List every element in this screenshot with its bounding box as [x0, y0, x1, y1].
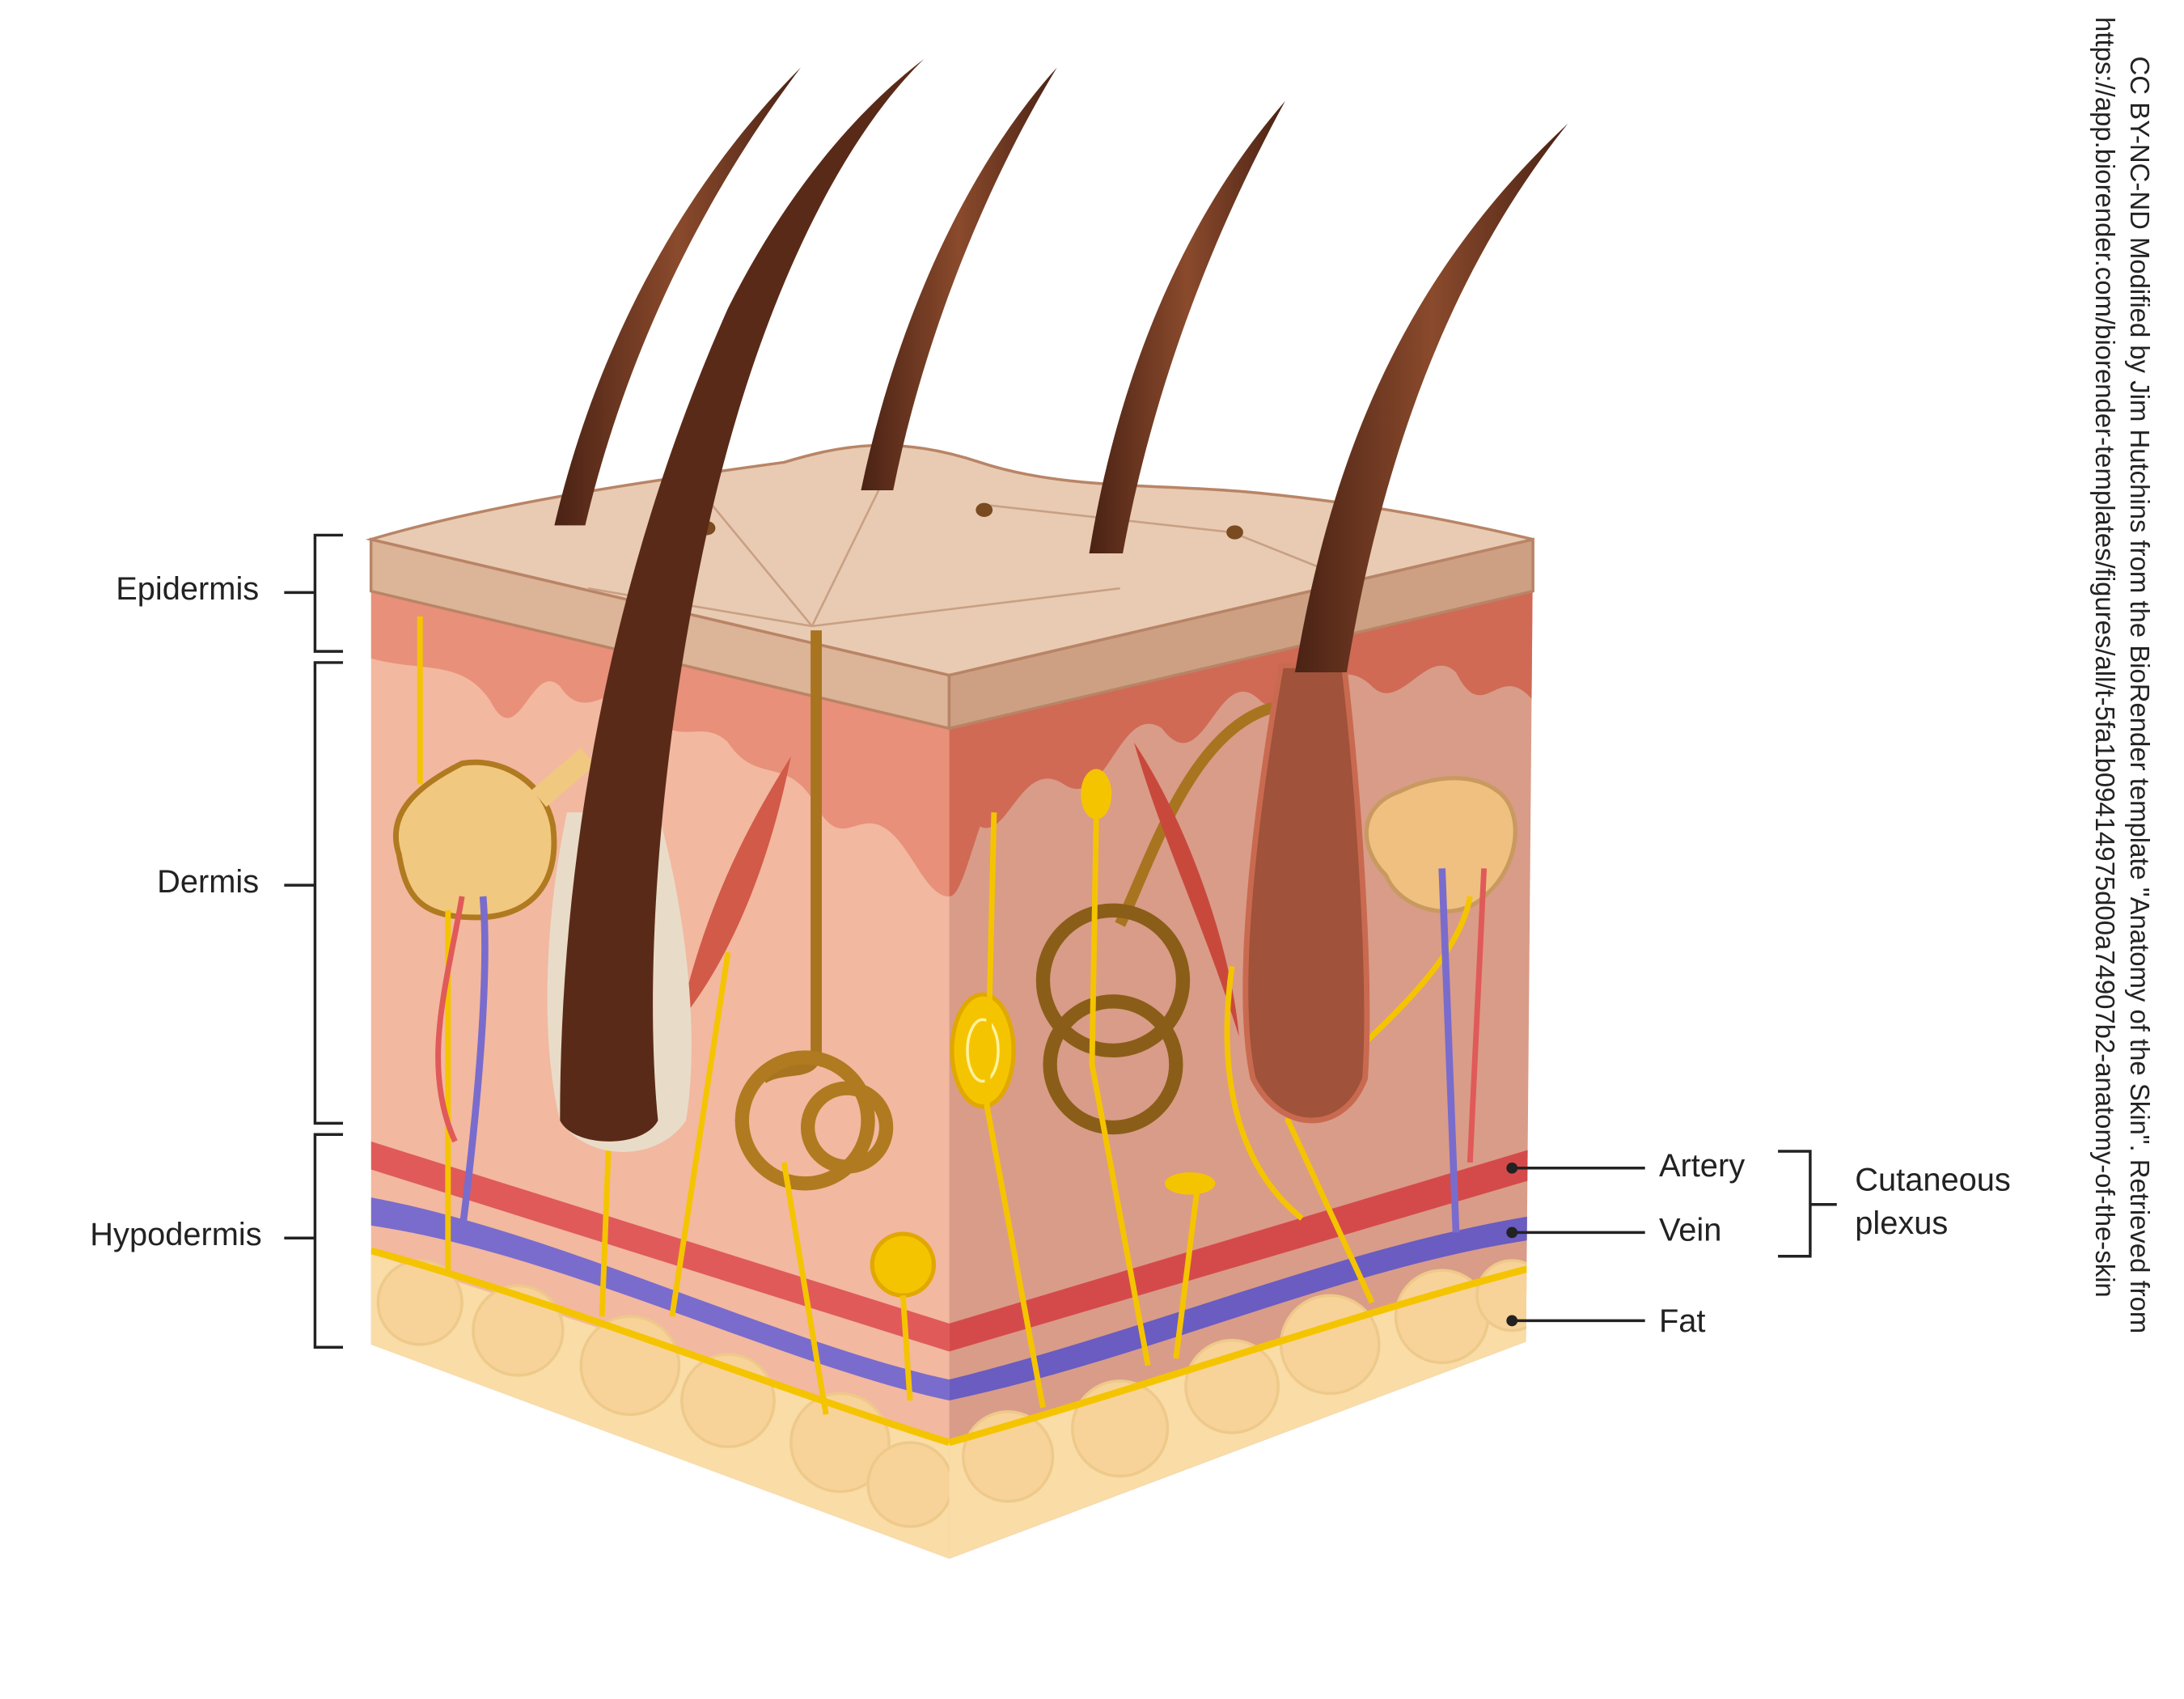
sweat-gland-left	[734, 630, 894, 1191]
meissner-corpuscle	[1081, 769, 1112, 820]
hairs	[554, 58, 1568, 1142]
label-epidermis: Epidermis	[116, 571, 259, 607]
credit-line-2: https://app.biorender.com/biorender-temp…	[2090, 17, 2120, 1298]
credit-line-1: CC BY-NC-ND Modified by Jim Hutchins fro…	[2125, 57, 2155, 1334]
sweat-gland-right	[1035, 701, 1276, 1135]
layer-brackets	[284, 533, 344, 1349]
label-dermis: Dermis	[157, 864, 259, 900]
sebaceous-gland-left	[392, 748, 595, 921]
arrector-muscle-left	[679, 756, 791, 1023]
vein-band-right	[949, 1215, 1534, 1401]
pointer-lines	[1512, 1150, 1837, 1323]
artery-band-right	[949, 1148, 1534, 1352]
vein-band-left	[370, 1197, 950, 1401]
label-hypodermis: Hypodermis	[90, 1217, 261, 1252]
nerve-ending	[870, 1231, 937, 1298]
nerve-ending	[1165, 1172, 1216, 1195]
label-fat: Fat	[1659, 1303, 1706, 1339]
papillary-dermis-left	[370, 588, 950, 896]
pacinian-corpuscle	[950, 992, 1016, 1109]
hair-follicle-right	[1242, 662, 1370, 1124]
right-face	[949, 539, 1534, 1559]
arrector-muscle-right	[1133, 742, 1239, 1037]
label-cutaneous: Cutaneous	[1855, 1162, 2010, 1197]
label-artery: Artery	[1659, 1148, 1745, 1184]
label-vein: Vein	[1659, 1213, 1721, 1248]
papillary-dermis-right	[949, 591, 1534, 896]
label-plexus: plexus	[1855, 1205, 1948, 1241]
